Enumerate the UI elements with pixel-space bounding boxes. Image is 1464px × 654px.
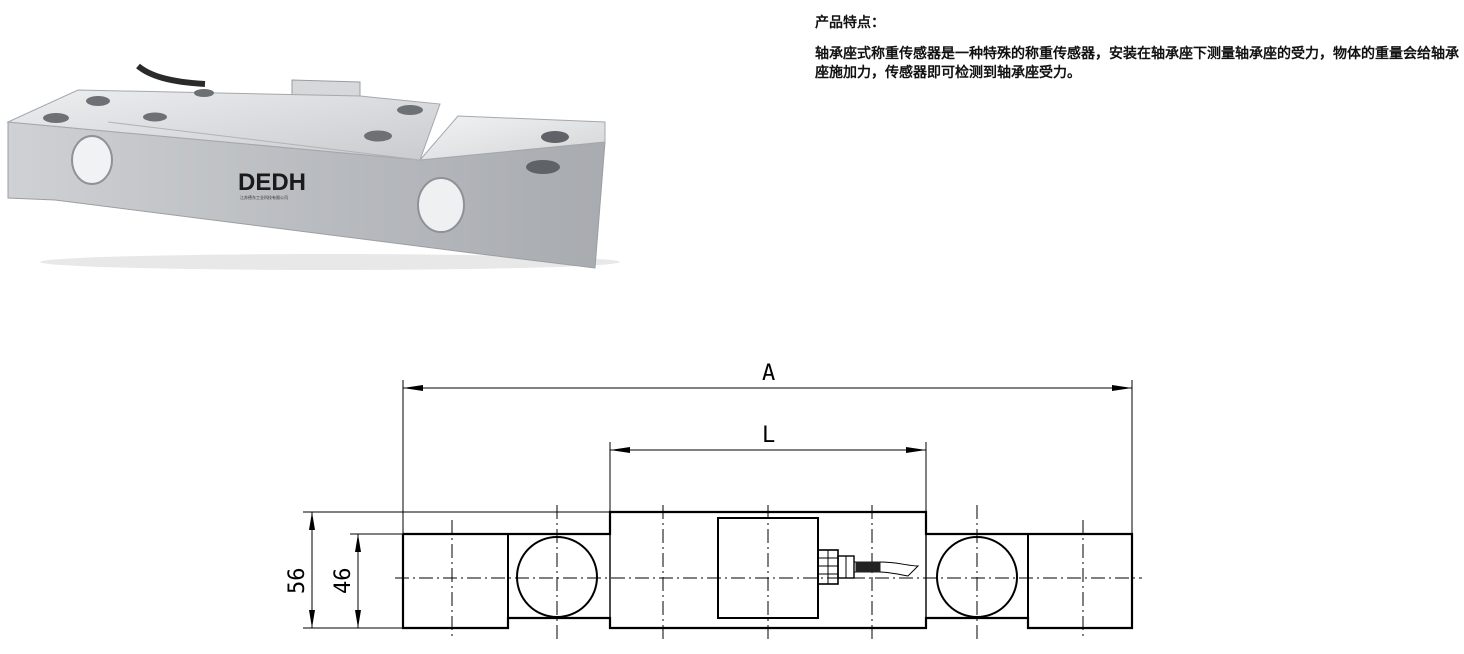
product-photo: DEDH 江苏德东工业科技有限公司 [6, 63, 620, 270]
photo-shadow [40, 254, 620, 270]
cable-end [879, 561, 920, 577]
gauge-cap [417, 177, 465, 233]
step-edge [107, 121, 421, 161]
cable [136, 63, 206, 87]
arrowhead [403, 385, 423, 391]
top-surface [6, 89, 441, 161]
features-title: 产品特点： [815, 15, 885, 31]
gauge-cap [71, 135, 113, 185]
arrowhead [355, 534, 361, 552]
arrowhead [309, 610, 315, 628]
dim-label-a: A [762, 361, 775, 386]
hole [397, 105, 423, 115]
arrowhead [1112, 385, 1132, 391]
hole [43, 113, 69, 123]
end-pad [418, 115, 606, 161]
technical-drawing: A L 56 46 [285, 361, 1142, 640]
features-description: 轴承座式称重传感器是一种特殊的称重传感器，安装在轴承座下测量轴承座的受力，物体的… [815, 46, 1459, 81]
hole [526, 160, 560, 174]
dim-label-l: L [762, 423, 775, 448]
dim-label-46: 46 [331, 568, 356, 595]
hole [541, 131, 569, 143]
arrowhead [309, 512, 315, 530]
arrowhead [610, 447, 630, 453]
brand-subtext: 江苏德东工业科技有限公司 [240, 194, 288, 200]
dim-label-56: 56 [285, 568, 310, 595]
hole [86, 96, 110, 106]
cable-block [291, 79, 361, 97]
cable-wire [855, 561, 881, 573]
arrowhead [355, 610, 361, 628]
features-section: 产品特点： 轴承座式称重传感器是一种特殊的称重传感器，安装在轴承座下测量轴承座的… [815, 12, 1460, 83]
hole [364, 130, 392, 142]
arrowhead [906, 447, 926, 453]
hole [194, 89, 214, 97]
hole [143, 112, 167, 122]
brand-logo: DEDH [238, 169, 306, 196]
